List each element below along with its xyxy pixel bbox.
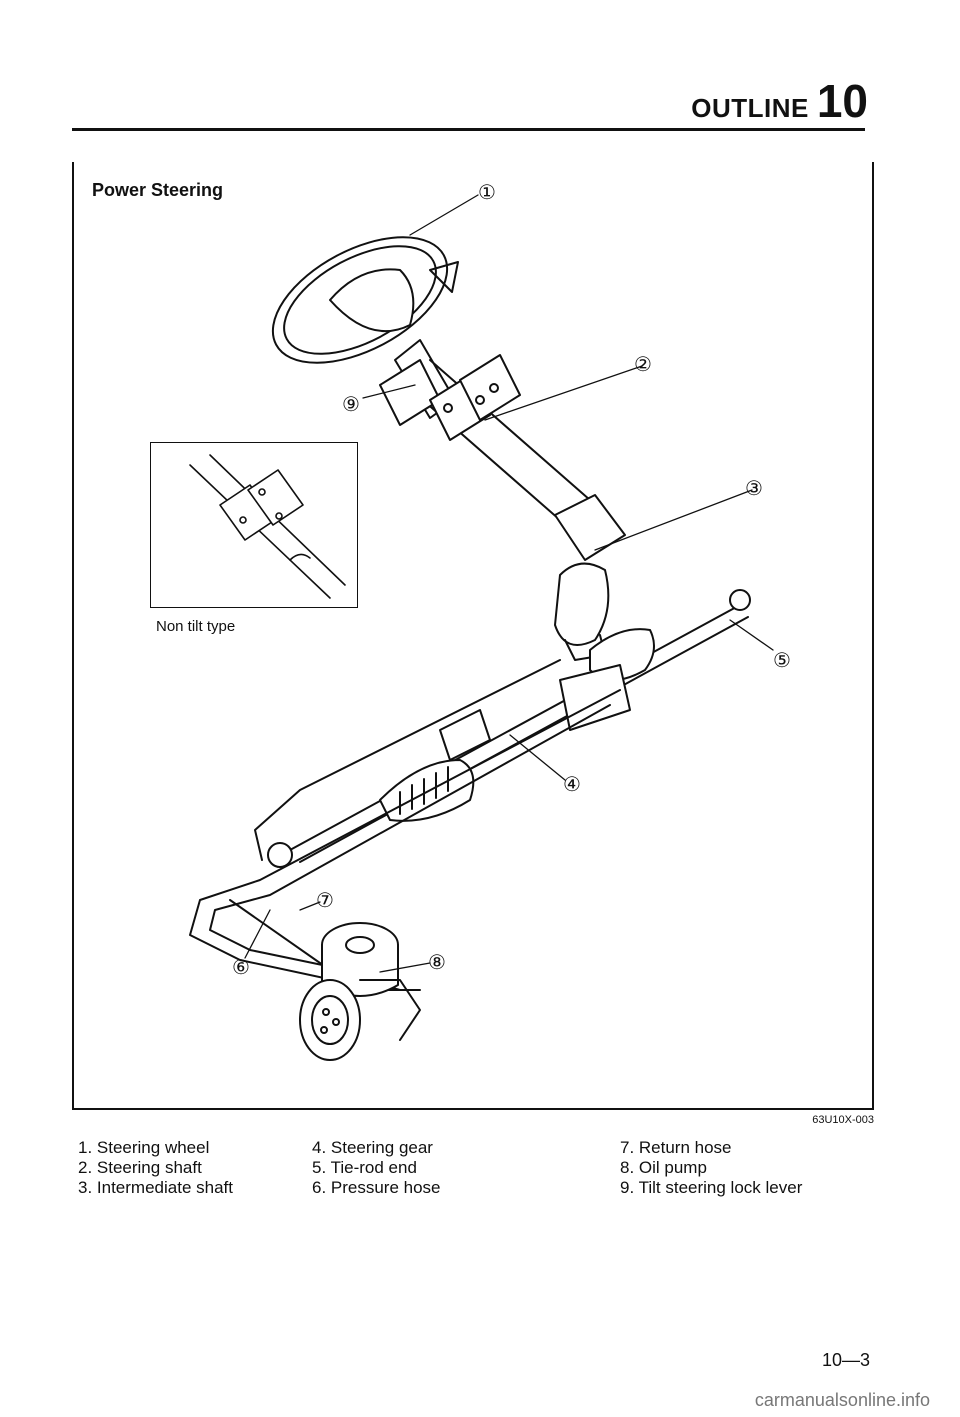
callout-5: ⑤ bbox=[773, 650, 791, 672]
legend-item: 2. Steering shaft bbox=[78, 1158, 202, 1177]
inset-caption: Non tilt type bbox=[156, 618, 236, 635]
legend-item: 4. Steering gear bbox=[312, 1138, 433, 1157]
figure-title: Power Steering bbox=[92, 180, 224, 200]
steering-gear-drawing bbox=[267, 589, 751, 868]
legend-item: 7. Return hose bbox=[620, 1138, 732, 1157]
callout-7: ⑦ bbox=[316, 890, 334, 912]
page-number: 10—3 bbox=[821, 1350, 870, 1370]
legend-column-3: 7. Return hose 8. Oil pump 9. Tilt steer… bbox=[620, 1138, 802, 1198]
callout-2: ② bbox=[634, 354, 652, 376]
steering-wheel-drawing bbox=[271, 236, 459, 419]
oil-pump-drawing bbox=[299, 922, 421, 1061]
header-rule bbox=[72, 128, 865, 131]
footer-watermark[interactable]: carmanualsonline.info bbox=[754, 1390, 930, 1410]
callout-1: ① bbox=[478, 182, 496, 204]
non-tilt-inset bbox=[150, 442, 358, 608]
legend-item: 1. Steering wheel bbox=[78, 1138, 210, 1157]
section-header: OUTLINE 10 bbox=[691, 78, 868, 124]
figure-code: 63U10X-003 bbox=[812, 1114, 874, 1126]
legend-column-2: 4. Steering gear 5. Tie-rod end 6. Press… bbox=[312, 1138, 441, 1198]
section-title: OUTLINE bbox=[691, 93, 809, 123]
callout-4: ④ bbox=[563, 774, 581, 796]
inset-drawing bbox=[189, 454, 346, 599]
intermediate-shaft-drawing bbox=[554, 494, 626, 661]
legend-item: 6. Pressure hose bbox=[312, 1178, 441, 1197]
callout-8: ⑧ bbox=[428, 952, 446, 974]
figure-frame bbox=[72, 162, 874, 1110]
leader-lines bbox=[244, 194, 774, 973]
legend-item: 8. Oil pump bbox=[620, 1158, 707, 1177]
steering-shaft-drawing bbox=[379, 354, 591, 521]
legend-item: 5. Tie-rod end bbox=[312, 1158, 417, 1177]
callout-9: ⑨ bbox=[342, 394, 360, 416]
legend-item: 9. Tilt steering lock lever bbox=[620, 1178, 803, 1197]
legend-item: 3. Intermediate shaft bbox=[78, 1178, 233, 1197]
legend-column-1: 1. Steering wheel 2. Steering shaft 3. I… bbox=[78, 1138, 233, 1198]
callout-6: ⑥ bbox=[232, 957, 250, 979]
callout-3: ③ bbox=[745, 478, 763, 500]
section-number: 10 bbox=[816, 75, 868, 127]
